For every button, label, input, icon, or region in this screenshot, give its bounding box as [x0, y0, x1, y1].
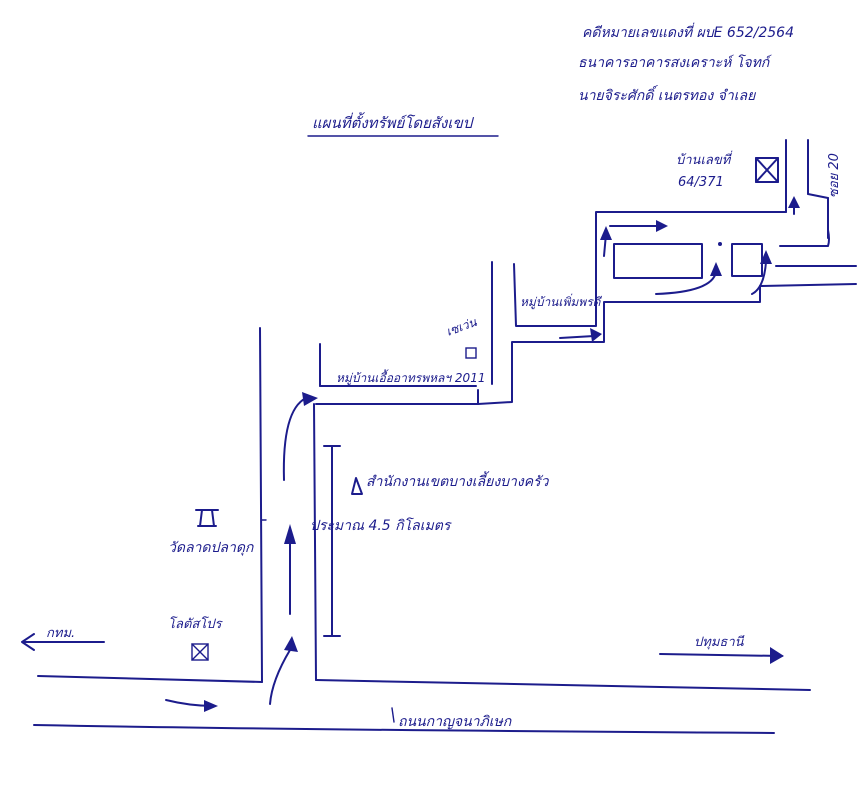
to-bangkok-arrowhead [21, 633, 35, 651]
temple-icon [195, 509, 219, 527]
road-right-upper [315, 679, 811, 691]
temple-label: วัดลาดปลาดุก [168, 540, 255, 556]
map-title: แผนที่ตั้งทรัพย์โดยสังเขป [312, 112, 475, 132]
right-road-top [779, 229, 830, 247]
block-small [731, 243, 763, 277]
housing-soi-label: หมู่บ้านเอื้ออาทรพหลฯ 2011 [336, 369, 485, 386]
curve-arrow-b [751, 261, 767, 295]
block-large [613, 243, 703, 279]
lotus-icon-cross [191, 643, 209, 661]
soi20-arrowhead [788, 196, 800, 208]
turn-arrow-path [269, 649, 291, 705]
up-arrowhead [284, 524, 296, 544]
to-pathum-arrowhead [770, 647, 784, 664]
to-pathum-label: ปทุมธานี [694, 634, 745, 650]
stair-upper-edge [513, 211, 787, 327]
main-road-line-bottom [33, 724, 775, 734]
lotus-icon [191, 643, 209, 661]
road-arrowhead-left [204, 700, 218, 712]
curve-arrowhead-top [302, 392, 318, 406]
stair-arrowhead3 [600, 226, 612, 240]
lotus-label: โลตัสโปร [168, 616, 224, 632]
soi-left-edge [259, 327, 263, 683]
defendant-text: นายจิระศักดิ์ เนตรทอง จำเลย [578, 85, 756, 104]
property-icon-cross [755, 157, 779, 183]
seven-eleven-label: เซเว่น [444, 315, 479, 339]
to-bangkok-label: กทม. [46, 626, 75, 641]
curve-arrowhead-b [760, 250, 772, 264]
to-pathum-arrow-line [659, 653, 783, 657]
office-label: สำนักงานเขตบางเลี้ยงบางครัว [366, 471, 550, 490]
road-left-upper [37, 675, 263, 683]
seven-eleven-icon [465, 347, 477, 359]
case-number-text: คดีหมายเลขแดงที่ ผบE 652/2564 [582, 22, 794, 41]
property-num-label: 64/371 [678, 175, 724, 190]
soi20-corner [807, 193, 829, 199]
property-no-label: บ้านเลขที่ [676, 150, 733, 168]
main-road-label: ถนนกาญจนาภิเษก [398, 714, 513, 730]
stair-arrowhead1 [590, 328, 602, 342]
stair-lower-seg1 [315, 389, 479, 405]
village-label: หมู่บ้านเพิ่มพรดี [520, 293, 602, 310]
turn-arrowhead [284, 636, 298, 652]
curve-arrowhead-a [710, 262, 722, 276]
stair-arrowhead2 [656, 220, 668, 232]
office-icon [351, 477, 363, 495]
dot-marker [718, 242, 722, 246]
plaintiff-text: ธนาคารอาคารสงเคราะห์ โจทก์ [578, 54, 772, 71]
stair-arrow1 [559, 335, 595, 339]
soi20-label: ซอย 20 [827, 153, 842, 198]
road-tick [391, 707, 395, 723]
curve-arrow-a [655, 271, 717, 295]
property-icon [755, 157, 779, 183]
curve-arrow-top [282, 397, 307, 481]
stair-lower-edge [477, 283, 857, 405]
distance-label: ประมาณ 4.5 กิโลเมตร [310, 517, 452, 534]
soi-right-edge [313, 403, 317, 681]
